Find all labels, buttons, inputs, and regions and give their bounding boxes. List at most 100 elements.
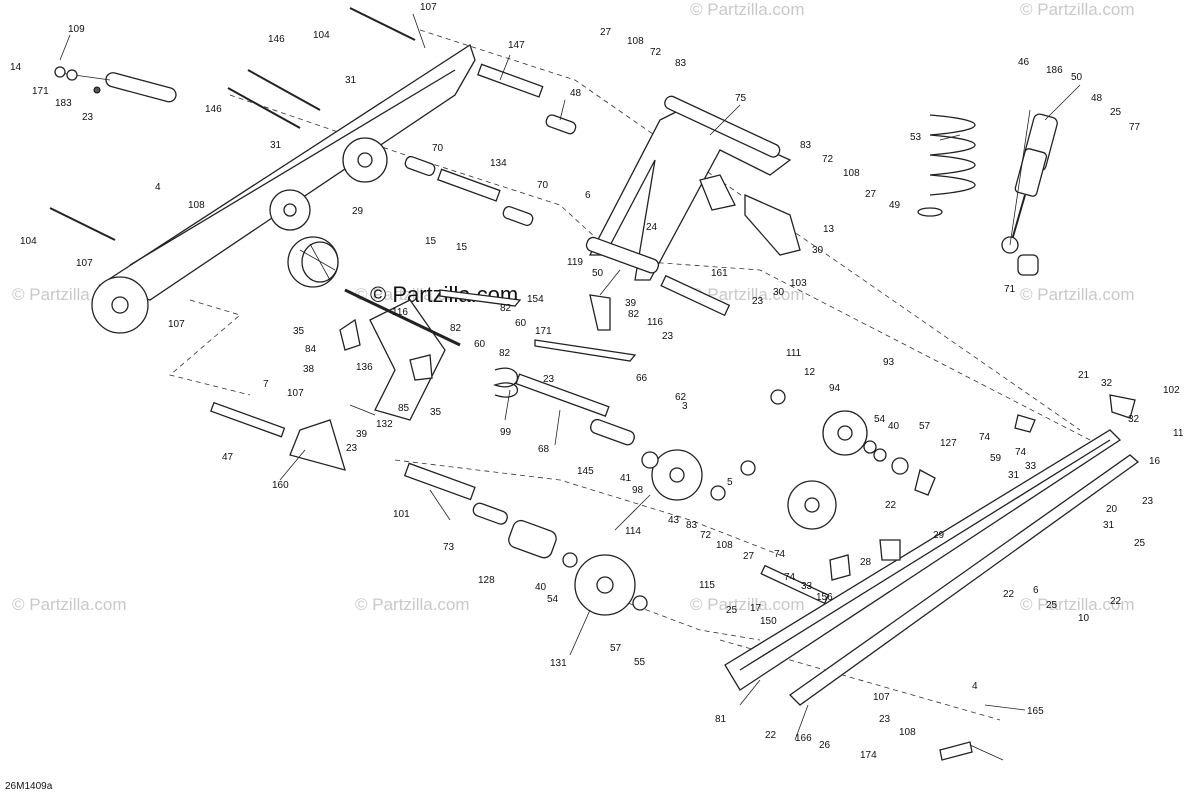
callout-label: 6 <box>585 190 591 201</box>
callout-numbers: 14 109 171 183 23 104 107 146 146 31 31 … <box>10 2 1184 761</box>
watermark: © Partzilla.com <box>12 595 127 614</box>
callout-label: 54 <box>874 414 886 425</box>
callout-label: 146 <box>268 34 285 45</box>
callout-label: 132 <box>376 419 393 430</box>
idler-wheels <box>562 389 909 616</box>
callout-label: 27 <box>600 27 612 38</box>
callout-label: 70 <box>432 143 444 154</box>
callout-label: 50 <box>592 268 604 279</box>
callout-label: 38 <box>303 364 315 375</box>
callout-label: 25 <box>1134 538 1146 549</box>
callout-label: 40 <box>888 421 900 432</box>
callout-label: 21 <box>1078 370 1090 381</box>
callout-label: 29 <box>933 530 945 541</box>
callout-label: 82 <box>450 323 462 334</box>
callout-label: 161 <box>711 268 728 279</box>
callout-label: 49 <box>889 200 901 211</box>
callout-label: 24 <box>646 222 658 233</box>
link-rod-top-left <box>54 66 177 103</box>
callout-label: 46 <box>1018 57 1030 68</box>
watermark: © Partzilla.com <box>690 0 805 19</box>
callout-label: 104 <box>313 30 330 41</box>
callout-label: 7 <box>263 379 269 390</box>
callout-label: 104 <box>20 236 37 247</box>
callout-label: 103 <box>790 278 807 289</box>
callout-label: 6 <box>1033 585 1039 596</box>
callout-label: 99 <box>500 427 512 438</box>
callout-label: 55 <box>634 657 646 668</box>
callout-label: 23 <box>879 714 891 725</box>
callout-label: 114 <box>625 526 641 537</box>
callout-label: 60 <box>474 339 486 350</box>
callout-label: 27 <box>743 551 755 562</box>
callout-label: 154 <box>527 294 544 305</box>
callout-label: 108 <box>188 200 205 211</box>
callout-label: 160 <box>272 480 289 491</box>
callout-label: 57 <box>919 421 931 432</box>
callout-label: 136 <box>356 362 373 373</box>
callout-label: 4 <box>155 182 161 193</box>
callout-label: 165 <box>1027 706 1044 717</box>
callout-label: 134 <box>490 158 507 169</box>
callout-label: 29 <box>352 206 364 217</box>
callout-label: 111 <box>786 348 802 359</box>
callout-label: 27 <box>865 189 877 200</box>
callout-label: 74 <box>1015 447 1027 458</box>
callout-label: 48 <box>570 88 582 99</box>
slide-rails <box>724 394 1140 761</box>
callout-label: 57 <box>610 643 622 654</box>
callout-label: 39 <box>356 429 368 440</box>
callout-label: 150 <box>760 616 777 627</box>
callout-label: 83 <box>675 58 687 69</box>
callout-label: 10 <box>1078 613 1090 624</box>
upper-left-rail-assembly <box>91 43 476 334</box>
callout-label: 72 <box>822 154 834 165</box>
watermark: © Partzilla.com <box>1020 595 1135 614</box>
callout-label: 98 <box>632 485 644 496</box>
watermark: © Partzilla.com <box>1020 285 1135 304</box>
callout-label: 15 <box>456 242 468 253</box>
callout-label: 107 <box>287 388 304 399</box>
callout-label: 81 <box>715 714 727 725</box>
callout-label: 68 <box>538 444 550 455</box>
callout-label: 22 <box>765 730 777 741</box>
callout-label: 32 <box>1101 378 1113 389</box>
callout-label: 35 <box>430 407 442 418</box>
callout-label: 41 <box>620 473 632 484</box>
callout-label: 60 <box>515 318 527 329</box>
callout-label: 23 <box>662 331 674 342</box>
callout-label: 101 <box>393 509 410 520</box>
callout-label: 171 <box>32 86 49 97</box>
callout-label: 146 <box>205 104 222 115</box>
callout-label: 31 <box>345 75 357 86</box>
callout-label: 77 <box>1129 122 1141 133</box>
front-arm-assembly <box>289 288 637 471</box>
callout-label: 54 <box>547 594 559 605</box>
callout-label: 156 <box>816 592 833 603</box>
assembly-dash-lines <box>169 29 1091 721</box>
callout-label: 16 <box>1149 456 1161 467</box>
callout-label: 47 <box>222 452 234 463</box>
watermark: © Partzilla.com <box>355 595 470 614</box>
callout-label: 30 <box>812 245 824 256</box>
callout-label: 5 <box>727 477 733 488</box>
callout-label: 25 <box>1046 600 1058 611</box>
callout-label: 71 <box>1004 284 1016 295</box>
callout-label: 102 <box>1163 385 1180 396</box>
callout-label: 50 <box>1071 72 1083 83</box>
callout-label: 62 <box>675 392 687 403</box>
shock-absorber <box>917 113 1058 276</box>
callout-label: 28 <box>860 557 872 568</box>
callout-label: 82 <box>500 303 512 314</box>
callout-label: 59 <box>990 453 1002 464</box>
callout-label: 31 <box>270 140 282 151</box>
callout-label: 25 <box>1110 107 1122 118</box>
callout-label: 83 <box>800 140 812 151</box>
callout-label: 13 <box>823 224 835 235</box>
callout-label: 35 <box>293 326 305 337</box>
callout-label: 20 <box>1106 504 1118 515</box>
callout-label: 70 <box>537 180 549 191</box>
bolts-and-shafts <box>49 7 830 605</box>
callout-label: 48 <box>1091 93 1103 104</box>
